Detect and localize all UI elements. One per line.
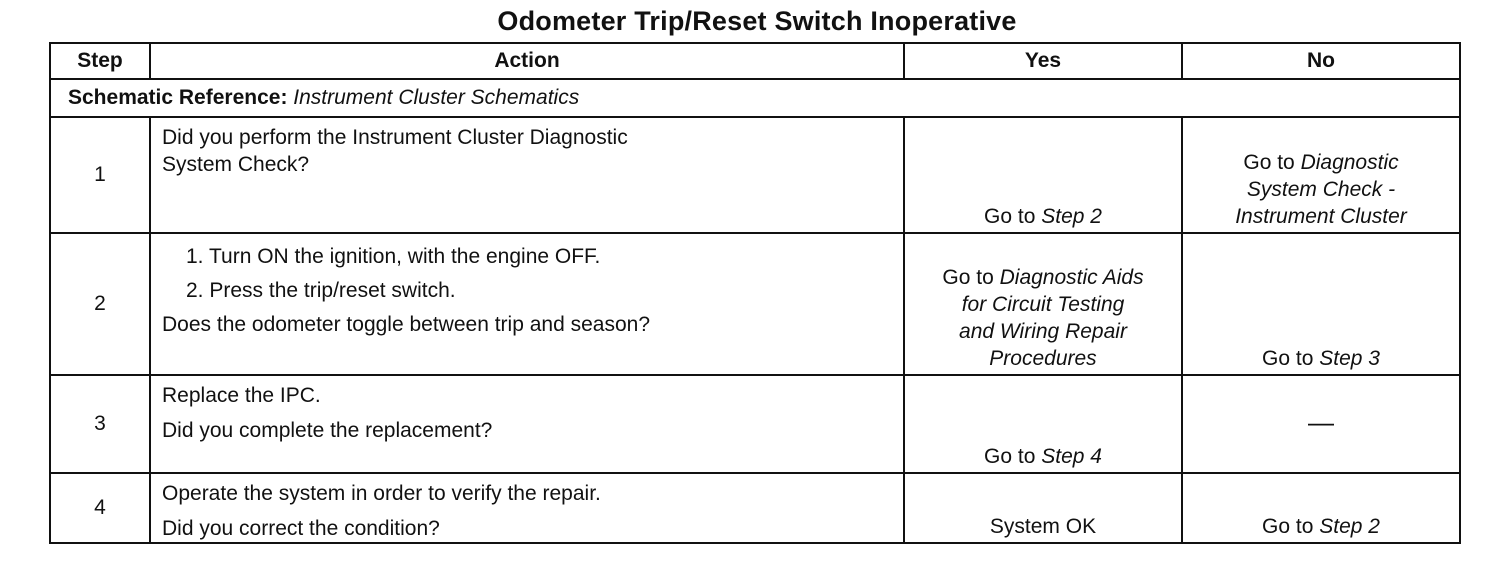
yes-target: Step 4 (1041, 445, 1102, 468)
yes-target: for Circuit Testing (961, 293, 1125, 316)
list-number: 2. (186, 279, 204, 302)
action-question: Did you complete the replacement? (162, 419, 493, 442)
action-cell: Operate the system in order to verify th… (149, 472, 905, 544)
step-number: 4 (49, 472, 151, 544)
step-number: 2 (49, 232, 151, 376)
yes-cell: System OK (903, 472, 1183, 544)
no-prefix: Go to (1262, 515, 1320, 538)
header-step: Step (49, 42, 151, 80)
yes-text: System OK (989, 515, 1097, 538)
action-cell: Replace the IPC. Did you complete the re… (149, 374, 905, 474)
no-target: Step 2 (1319, 515, 1380, 538)
header-no: No (1181, 42, 1461, 80)
action-list-item: 1. Turn ON the ignition, with the engine… (162, 240, 893, 274)
table-row: 3 Replace the IPC. Did you complete the … (49, 374, 1461, 474)
table-row: 4 Operate the system in order to verify … (49, 472, 1461, 544)
yes-cell: Go to Diagnostic Aids for Circuit Testin… (903, 232, 1183, 376)
schematic-reference: Schematic Reference: Instrument Cluster … (49, 78, 1461, 118)
no-cell: Go to Diagnostic System Check - Instrume… (1181, 116, 1461, 234)
list-number: 1. (186, 245, 204, 268)
action-text: Did you perform the Instrument Cluster D… (162, 126, 628, 149)
schematic-reference-row: Schematic Reference: Instrument Cluster … (49, 78, 1461, 118)
schematic-reference-value: Instrument Cluster Schematics (293, 86, 580, 109)
table-row: 1 Did you perform the Instrument Cluster… (49, 116, 1461, 234)
yes-target: Step 2 (1041, 205, 1102, 228)
header-yes: Yes (903, 42, 1183, 80)
yes-prefix: Go to (942, 266, 1000, 289)
yes-cell: Go to Step 4 (903, 374, 1183, 474)
no-target: Diagnostic (1300, 151, 1399, 174)
yes-target: and Wiring Repair (959, 320, 1127, 343)
page-title: Odometer Trip/Reset Switch Inoperative (497, 6, 1017, 36)
table-row: 2 1. Turn ON the ignition, with the engi… (49, 232, 1461, 376)
yes-target: Diagnostic Aids (999, 266, 1144, 289)
diagnostic-table: Step Action Yes No Schematic Reference: … (49, 42, 1461, 544)
yes-prefix: Go to (984, 445, 1042, 468)
schematic-reference-label: Schematic Reference: (68, 86, 288, 109)
step-number: 1 (49, 116, 151, 234)
no-prefix: Go to (1243, 151, 1301, 174)
step-number: 3 (49, 374, 151, 474)
no-cell: — (1181, 374, 1461, 474)
list-text: Press the trip/reset switch. (209, 279, 456, 302)
no-cell: Go to Step 3 (1181, 232, 1461, 376)
yes-cell: Go to Step 2 (903, 116, 1183, 234)
header-row: Step Action Yes No (49, 42, 1461, 80)
action-text: System Check? (162, 153, 310, 176)
yes-prefix: Go to (984, 205, 1042, 228)
action-text: Operate the system in order to verify th… (162, 482, 601, 505)
no-target: System Check - (1246, 178, 1396, 201)
header-action: Action (149, 42, 905, 80)
action-question: Did you correct the condition? (162, 517, 440, 540)
action-cell: Did you perform the Instrument Cluster D… (149, 116, 905, 234)
action-question: Does the odometer toggle between trip an… (162, 313, 650, 336)
no-target: Instrument Cluster (1235, 205, 1407, 228)
yes-target: Procedures (989, 347, 1097, 370)
no-prefix: Go to (1262, 347, 1320, 370)
action-text: Replace the IPC. (162, 384, 321, 407)
no-dash: — (1308, 406, 1334, 437)
action-list-item: 2. Press the trip/reset switch. (162, 274, 893, 308)
no-target: Step 3 (1319, 347, 1380, 370)
no-cell: Go to Step 2 (1181, 472, 1461, 544)
list-text: Turn ON the ignition, with the engine OF… (208, 245, 601, 268)
action-cell: 1. Turn ON the ignition, with the engine… (149, 232, 905, 376)
